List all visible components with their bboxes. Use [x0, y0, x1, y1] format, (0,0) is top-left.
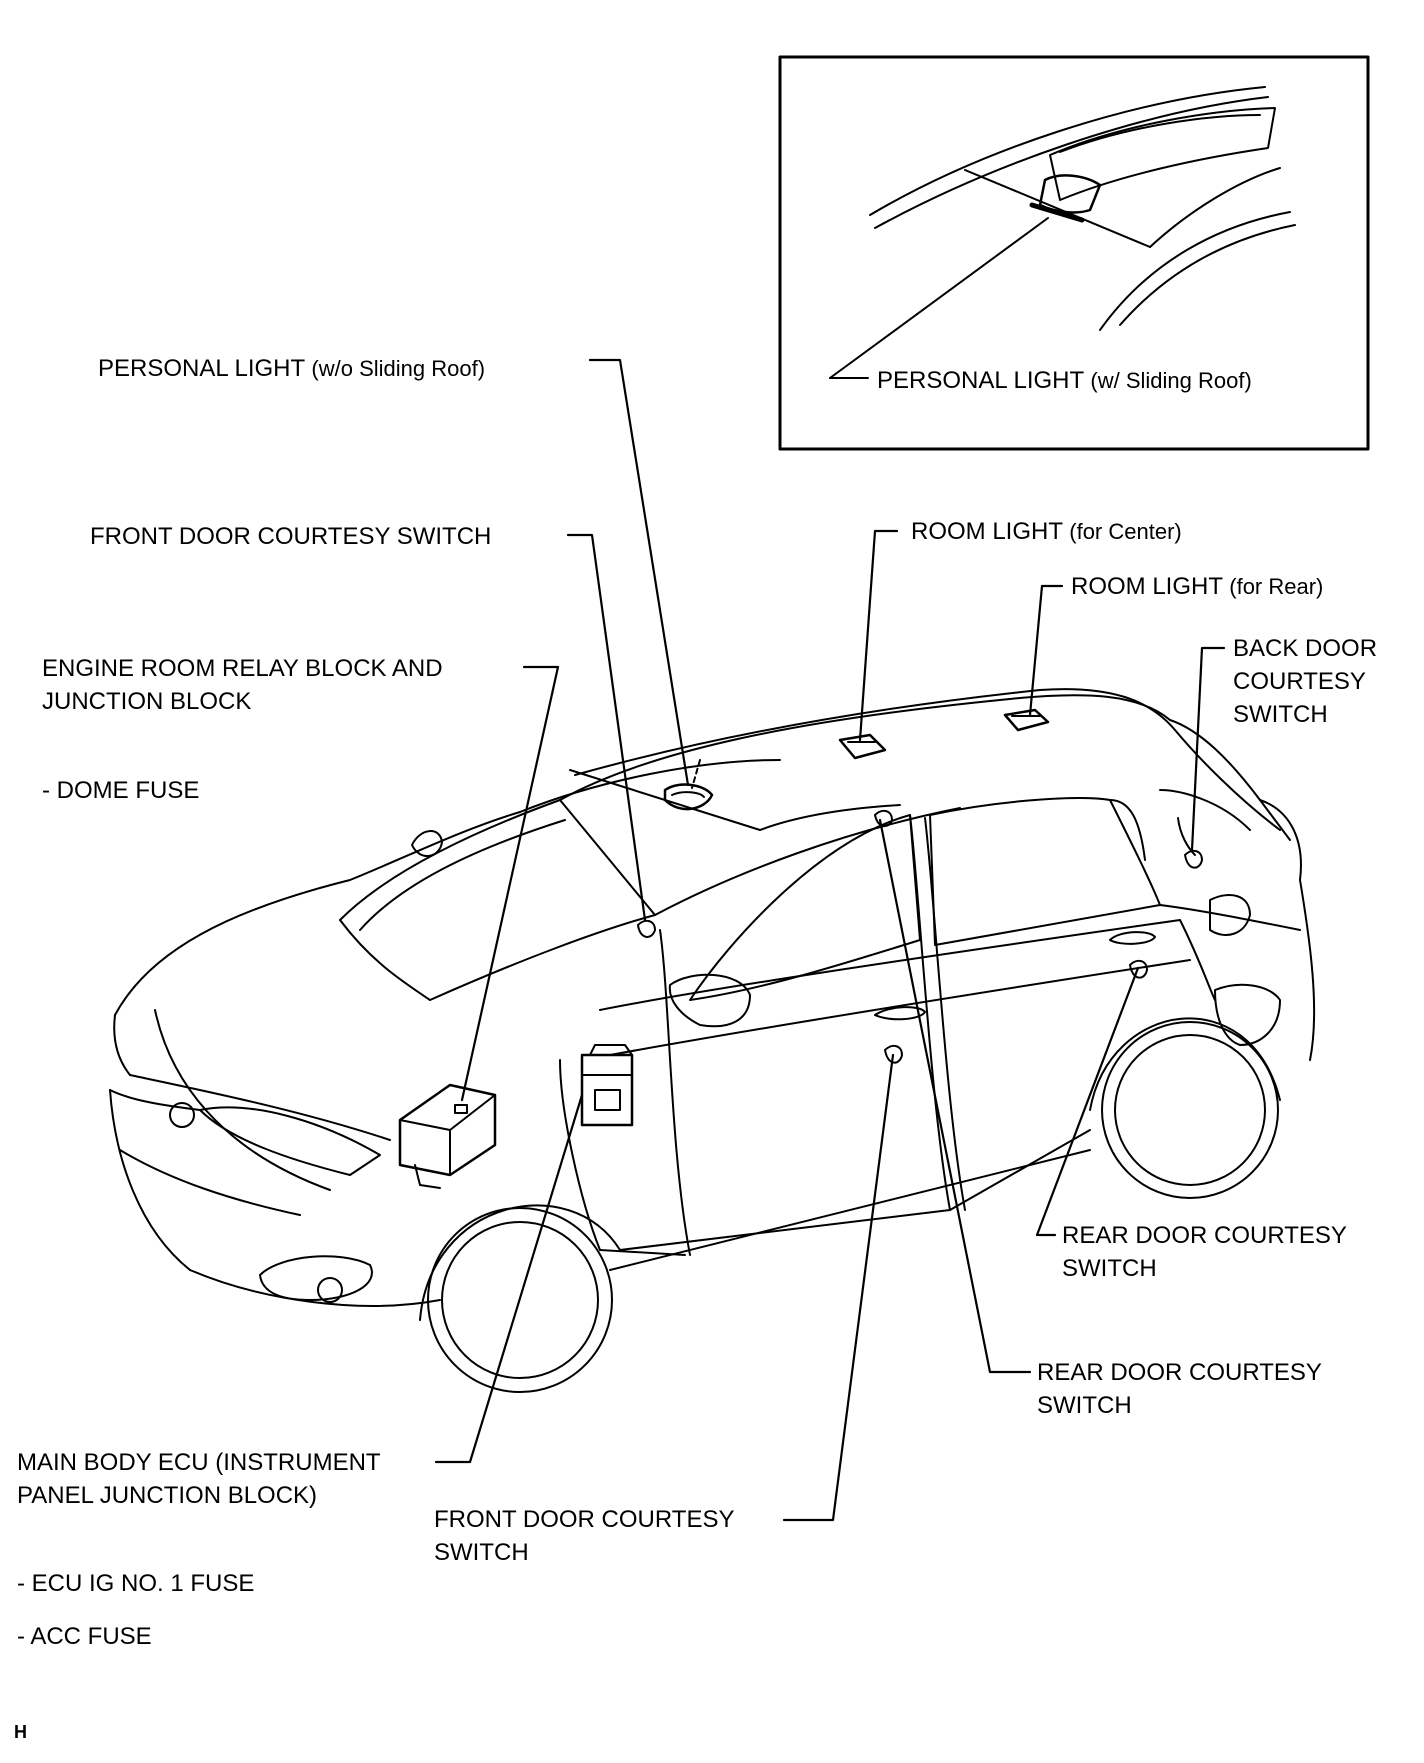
label-room-light-center: ROOM LIGHT (for Center)	[911, 518, 1182, 545]
leader-lines	[434, 358, 1226, 1522]
inset-roof-drawing	[869, 86, 1296, 331]
label-rear-door-courtesy-switch-b: REAR DOOR COURTESY SWITCH	[1037, 1359, 1322, 1419]
label-front-door-courtesy-upper: FRONT DOOR COURTESY SWITCH	[90, 523, 492, 550]
component-personal-light-wo	[663, 783, 714, 811]
label-personal-light-wo: PERSONAL LIGHT (w/o Sliding Roof)	[98, 355, 486, 382]
label-main-body-ecu: MAIN BODY ECU (INSTRUMENT PANEL JUNCTION…	[17, 1449, 381, 1509]
component-room-light-center	[838, 733, 887, 760]
label-ecu-ig-fuse: - ECU IG NO. 1 FUSE	[17, 1570, 255, 1597]
leader-personal-light-w	[829, 217, 1049, 379]
label-acc-fuse: - ACC FUSE	[17, 1623, 152, 1650]
component-engine-room-relay-block	[398, 1083, 497, 1189]
label-rear-door-courtesy-switch-a: REAR DOOR COURTESY SWITCH	[1062, 1222, 1347, 1282]
corner-mark: H	[14, 1722, 27, 1742]
label-back-door-courtesy-switch: BACK DOOR COURTESY SWITCH	[1233, 635, 1378, 728]
component-room-light-rear	[1003, 708, 1050, 732]
car-body-outline	[109, 688, 1316, 1393]
label-dome-fuse: - DOME FUSE	[42, 777, 200, 804]
label-personal-light-w: PERSONAL LIGHT (w/ Sliding Roof)	[877, 367, 1252, 394]
component-main-body-ecu	[580, 1044, 634, 1127]
inset-frame	[778, 55, 1370, 451]
label-front-door-courtesy-lower: FRONT DOOR COURTESY SWITCH	[434, 1506, 735, 1566]
label-engine-room-relay-block: ENGINE ROOM RELAY BLOCK AND JUNCTION BLO…	[42, 655, 443, 715]
label-room-light-rear: ROOM LIGHT (for Rear)	[1071, 573, 1324, 600]
